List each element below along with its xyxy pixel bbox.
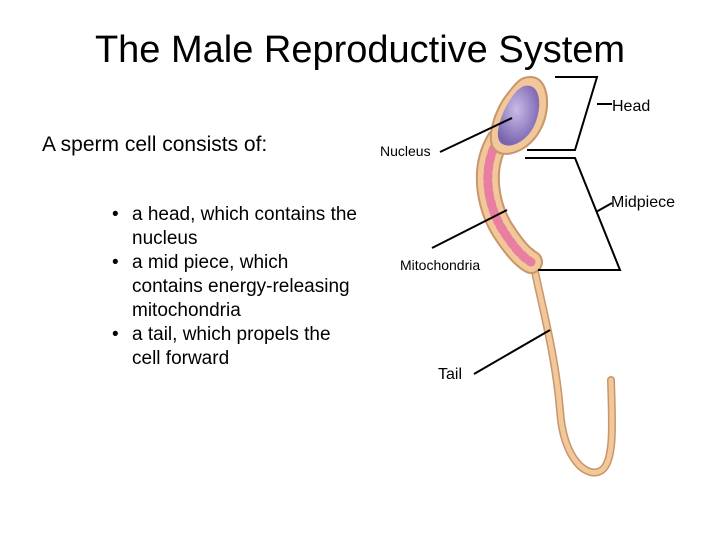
- head-bracket: [527, 76, 599, 151]
- nucleus-leader: [439, 117, 513, 153]
- label-midpiece: Midpiece: [611, 194, 676, 211]
- sperm-tail: [527, 248, 617, 477]
- midpiece-leader: [595, 202, 613, 213]
- bullet-list: a head, which contains the nucleus a mid…: [110, 203, 360, 371]
- mitochondria-coil: [483, 135, 536, 267]
- midpiece-bracket: [525, 157, 622, 271]
- bullet-tail: a tail, which propels the cell forward: [110, 323, 360, 371]
- sperm-head: [489, 75, 549, 155]
- mitochondria-leader: [431, 209, 508, 249]
- label-head: Head: [612, 98, 651, 115]
- label-nucleus: Nucleus: [380, 143, 431, 159]
- label-tail: Tail: [438, 366, 463, 383]
- slide-title: The Male Reproductive System: [94, 29, 626, 71]
- sperm-midpiece: [475, 128, 543, 274]
- bullet-midpiece: a mid piece, which contains energy-relea…: [110, 251, 360, 323]
- nucleus-shape: [497, 85, 540, 146]
- slide-subheading: A sperm cell consists of:: [42, 133, 268, 156]
- label-mitochondria: Mitochondria: [400, 257, 481, 273]
- bullet-head: a head, which contains the nucleus: [110, 203, 360, 251]
- tail-leader: [473, 329, 551, 375]
- label-leader-lines: [431, 76, 622, 375]
